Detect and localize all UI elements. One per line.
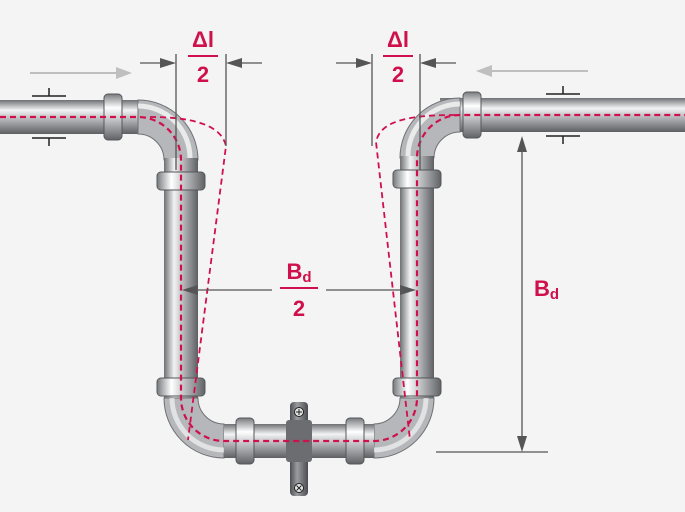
pipe-loop [0,91,685,496]
label-delta-left: Δl 2 [188,27,218,87]
label-delta-right: Δl 2 [383,27,413,87]
pipe-clamp [286,402,312,496]
dimension-delta-left [140,54,262,170]
fixed-point-left [32,88,66,146]
dimension-bd-half [182,285,416,295]
bd-text: Bd [534,276,559,303]
delta-l-text: Δl [192,27,214,52]
elbow-bottom-left [163,397,225,459]
denominator-text: 2 [293,296,305,321]
delta-l-text: Δl [387,27,409,52]
flow-arrow-left [30,67,132,79]
pipe-right-leg [400,156,434,398]
dimension-bd [436,136,548,453]
denominator-text: 2 [392,62,404,87]
pipe-centerline [0,113,685,443]
label-bd: Bd [534,276,559,303]
label-bd-half: Bd 2 [280,259,318,321]
bd-text: Bd [286,259,311,286]
flow-arrow-right [476,65,588,77]
fixed-point-right [546,86,580,144]
dimension-delta-right [336,54,456,170]
denominator-text: 2 [197,62,209,87]
fitting-top-right-horizontal [462,91,482,139]
fitting-right-upper [392,169,442,189]
